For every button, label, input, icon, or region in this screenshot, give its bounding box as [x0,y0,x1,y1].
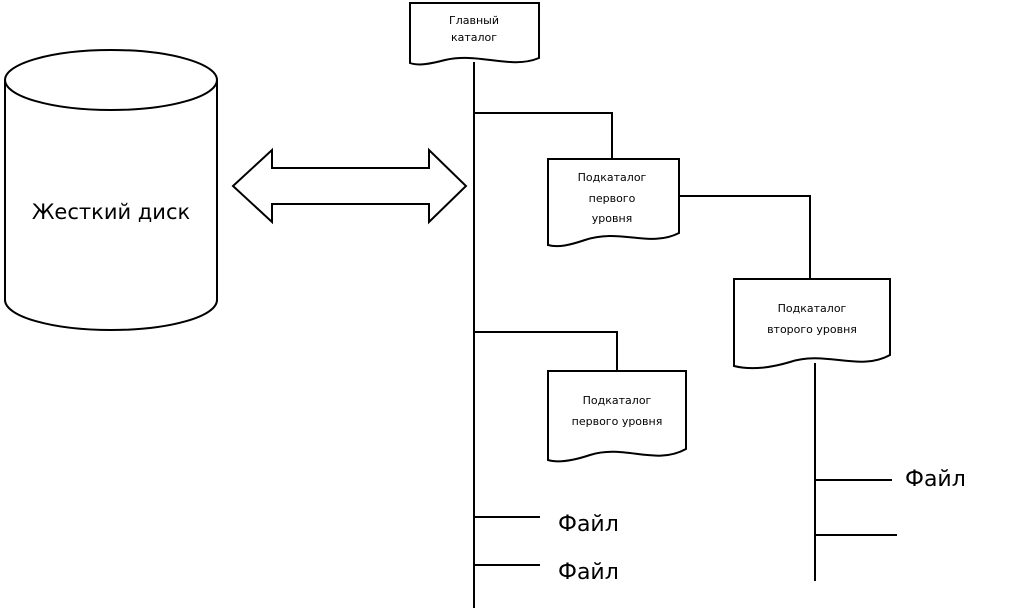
subdir-second-level-node: Подкаталог второго уровня [733,278,891,370]
root-directory-node: Главный каталог [409,2,540,66]
root-document-shape [409,2,540,66]
bidirectional-arrow [231,147,468,225]
root-file2-label: Файл [558,560,619,585]
subdir-first-level-bottom-node: Подкаталог первого уровня [547,370,687,463]
cylinder-top [4,49,218,111]
subdir1-top-line1: Подкаталог [578,171,647,184]
root-label-line2: каталог [451,31,497,44]
root-label-line1: Главный [449,14,499,27]
subdir2-document-shape [733,278,891,370]
subdir2-line2: второго уровня [767,323,857,336]
connector-root-to-subdir1-top [474,112,613,160]
subdir1-bottom-line1: Подкаталог [583,394,652,407]
subdir1-top-line2: первого [589,192,636,205]
disk-label: Жесткий диск [32,200,190,224]
subdir1-top-document-shape [547,158,680,248]
subdir2-line1: Подкаталог [778,302,847,315]
connector-subdir1-to-subdir2 [679,195,811,279]
connector-root-to-subdir1-bottom [474,331,618,372]
subdir1-bottom-line2: первого уровня [572,415,663,428]
subdir1-bottom-document-shape [547,370,687,463]
hard-disk-cylinder: Жесткий диск [4,49,218,331]
subdir2-file-label: Файл [905,467,966,492]
subdir1-top-line3: уровня [592,212,633,225]
subdir-first-level-top-node: Подкаталог первого уровня [547,158,680,248]
cylinder-body [4,80,218,331]
root-file1-label: Файл [558,512,619,537]
